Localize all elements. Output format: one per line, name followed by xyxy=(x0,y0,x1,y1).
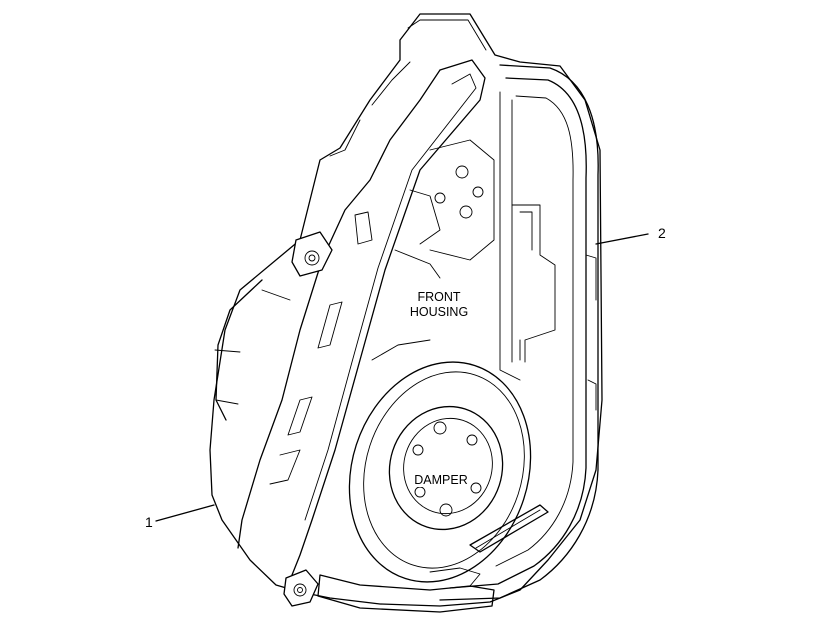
callout-number-2: 2 xyxy=(658,225,666,241)
damper-label-text: DAMPER xyxy=(414,473,467,487)
front-housing-label-line1: FRONT xyxy=(417,290,460,304)
bottom-flange xyxy=(317,567,495,613)
front-housing-label: FRONT HOUSING xyxy=(410,290,468,319)
front-housing-body xyxy=(209,13,603,607)
left-housing-bulge xyxy=(214,279,291,421)
mounting-boss-lower xyxy=(283,569,319,607)
mounting-boss-upper xyxy=(291,231,333,277)
front-cover-panel xyxy=(237,59,486,576)
callout-1: 1 xyxy=(145,504,215,530)
callout-number-1: 1 xyxy=(145,514,153,530)
gear-detail xyxy=(371,139,495,361)
tensioner-slot xyxy=(469,504,549,553)
leader-line-1 xyxy=(155,504,215,522)
front-housing-label-line2: HOUSING xyxy=(410,305,468,319)
leader-line-2 xyxy=(595,233,649,245)
damper-assembly xyxy=(348,361,532,583)
callout-2: 2 xyxy=(595,225,666,245)
damper-label: DAMPER xyxy=(412,471,470,487)
gear-cover xyxy=(439,64,599,601)
